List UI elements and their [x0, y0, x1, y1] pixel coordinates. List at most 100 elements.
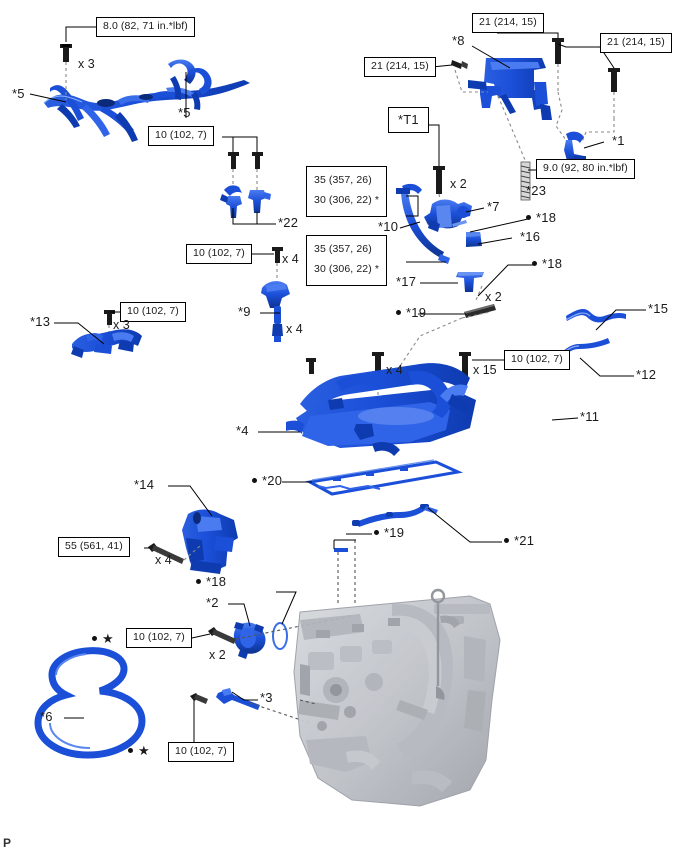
part-ref-5b: *5: [178, 105, 191, 120]
part-drive-belt-6: [34, 647, 146, 759]
part-ref-star-a: ★: [92, 631, 116, 647]
part-harness-21: [352, 504, 438, 527]
part-pipe-10: [396, 183, 450, 264]
non-reusable-dot: [504, 538, 509, 543]
part-sensor-22-left: [220, 152, 242, 218]
part-ref-18a-text: *18: [536, 210, 557, 225]
qty-marker: x 3: [78, 57, 95, 71]
part-ref-6: *6: [40, 709, 53, 724]
leader-lines: [29, 26, 646, 742]
part-ref-18b-text: *18: [542, 256, 563, 271]
part-ref-19b: *19: [374, 525, 404, 540]
part-ref-20: *20: [252, 473, 282, 488]
part-gasket-20: [305, 459, 464, 496]
part-oring-18: [272, 622, 288, 650]
part-engine-mount-14: [182, 509, 238, 574]
part-ref-10: *10: [378, 219, 399, 234]
bolt-manifold-small: [306, 358, 316, 374]
star-mark: ★: [102, 631, 114, 646]
bolt-bracket-8-right: [608, 68, 620, 118]
part-ref-1: *1: [612, 133, 625, 148]
part-ref-T1: *T1: [388, 107, 429, 133]
part-ref-3: *3: [260, 690, 273, 705]
part-ref-13: *13: [30, 314, 51, 329]
torque-spec-box: 9.0 (92, 80 in.*lbf): [536, 159, 635, 180]
part-ref-14: *14: [134, 477, 155, 492]
part-ref-22: *22: [278, 215, 299, 230]
torque-spec-box: 21 (214, 15): [472, 13, 544, 34]
part-sensor-22-right: [248, 152, 271, 213]
qty-marker: x 15: [473, 363, 497, 377]
torque-line-primary: 35 (357, 26): [314, 174, 372, 186]
torque-spec-box: 10 (102, 7): [168, 742, 234, 763]
part-seal-15: [565, 309, 626, 323]
qty-marker: x 4: [286, 322, 303, 336]
torque-line-secondary: 30 (306, 22) *: [314, 262, 380, 275]
part-ref-18c-text: *18: [206, 574, 227, 589]
part-ref-2: *2: [206, 595, 219, 610]
bolt-bracket-8-left: [451, 60, 468, 69]
non-reusable-dot: [252, 478, 257, 483]
page-footer-mark: P: [3, 836, 12, 850]
torque-spec-box-dual: 35 (357, 26) 30 (306, 22) *: [306, 235, 388, 286]
qty-marker: x 2: [209, 648, 226, 662]
non-reusable-dot: [374, 530, 379, 535]
non-reusable-dot: [128, 748, 133, 753]
part-ref-21-text: *21: [514, 533, 535, 548]
part-wire-harness-5b: [168, 59, 212, 110]
part-ref-8: *8: [452, 33, 465, 48]
part-ref-star-b: ★: [128, 743, 152, 759]
part-ref-5a: *5: [12, 86, 25, 101]
bolt-intake-x4: [372, 352, 384, 400]
qty-marker: x 2: [450, 177, 467, 191]
non-reusable-dot: [526, 215, 531, 220]
part-ref-18a: *18: [526, 210, 556, 225]
qty-marker: x 4: [155, 553, 172, 567]
torque-spec-box-dual: 35 (357, 26) 30 (306, 22) *: [306, 166, 388, 217]
torque-spec-box: 10 (102, 7): [504, 350, 570, 371]
part-ref-21: *21: [504, 533, 534, 548]
part-ref-16: *16: [520, 229, 541, 244]
torque-line-secondary: 30 (306, 22) *: [314, 193, 380, 206]
part-ref-19b-text: *19: [384, 525, 405, 540]
part-ref-20-text: *20: [262, 473, 283, 488]
non-reusable-dot: [196, 579, 201, 584]
part-ref-12: *12: [636, 367, 657, 382]
part-clip-19b: [333, 539, 356, 606]
part-ref-7: *7: [487, 199, 500, 214]
part-small-bar-18: [452, 220, 467, 227]
part-ref-18c: *18: [196, 574, 226, 589]
torque-spec-box: 21 (214, 15): [600, 33, 672, 54]
part-ref-9: *9: [238, 304, 251, 319]
torque-spec-box: 8.0 (82, 71 in.*lbf): [96, 17, 195, 38]
qty-marker: x 2: [485, 290, 502, 304]
torque-spec-box: 10 (102, 7): [186, 244, 252, 265]
torque-spec-box: 10 (102, 7): [126, 628, 192, 649]
engine-assembly: [293, 588, 501, 807]
bolt-T1: [433, 166, 445, 205]
part-ref-11: *11: [580, 409, 600, 424]
qty-marker: x 4: [386, 363, 403, 377]
bolt-pump-2: [208, 627, 236, 644]
part-valve-7: [424, 199, 472, 232]
part-pump-2: [233, 622, 266, 659]
part-17: [456, 272, 484, 301]
torque-spec-box: 21 (214, 15): [364, 57, 436, 78]
non-reusable-dot: [396, 310, 401, 315]
part-ref-17: *17: [396, 274, 417, 289]
part-bracket-8: [468, 58, 552, 120]
torque-spec-box: 55 (561, 41): [58, 537, 130, 558]
torque-spec-box: 10 (102, 7): [120, 302, 186, 323]
non-reusable-dot: [92, 636, 97, 641]
part-ref-18b: *18: [532, 256, 562, 271]
part-ref-15: *15: [648, 301, 669, 316]
bolt-top-left: [60, 44, 72, 100]
qty-marker: x 4: [282, 252, 299, 266]
part-intake-manifold-4: [286, 363, 476, 456]
torque-spec-box: 10 (102, 7): [148, 126, 214, 147]
torque-line-primary: 35 (357, 26): [314, 243, 372, 255]
bolt-sensor-3: [190, 693, 208, 704]
non-reusable-dot: [532, 261, 537, 266]
